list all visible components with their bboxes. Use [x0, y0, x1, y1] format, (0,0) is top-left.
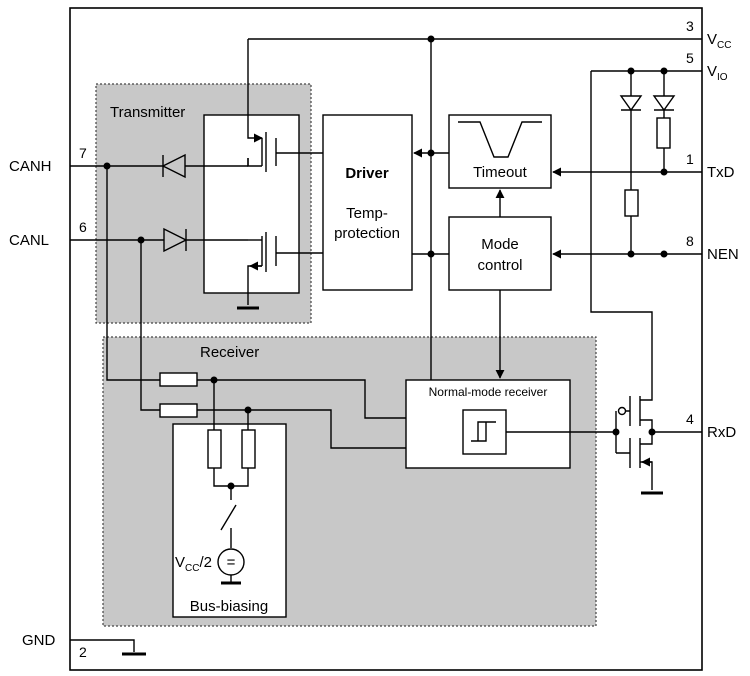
- canl-to-receiver: [140, 240, 160, 411]
- mode-label-1: Mode: [481, 236, 519, 253]
- junction: [612, 428, 620, 436]
- driver-label: Driver: [345, 165, 389, 182]
- gnd-line: [70, 639, 135, 652]
- canh-pin-number: 7: [79, 145, 87, 161]
- timeout-label: Timeout: [473, 164, 527, 181]
- vcc2-source-symbol: =: [227, 554, 236, 571]
- pulldown-resistor-nen: [624, 189, 639, 217]
- canl-pin-label: CANL: [9, 232, 49, 249]
- nen-pin-label: NEN: [707, 246, 739, 263]
- canl-to-normal-receiver: [197, 409, 406, 449]
- rxd-pin-number: 4: [686, 411, 694, 427]
- vcc-drop-upper-transistor: [247, 39, 263, 143]
- vcc-pin-number: 3: [686, 18, 694, 34]
- canl-diode: [163, 227, 248, 253]
- txd-pin-label: TxD: [707, 164, 735, 181]
- bus-biasing-box: [172, 423, 287, 618]
- bus-biasing-label: Bus-biasing: [190, 598, 268, 615]
- normal-receiver-label: Normal-mode receiver: [429, 385, 548, 399]
- driver-box: [322, 114, 413, 291]
- schmitt-trigger-box: [462, 409, 507, 455]
- gnd-pin-label: GND: [22, 632, 56, 649]
- mode-control-box: [448, 216, 552, 291]
- resistor-canh: [159, 372, 198, 387]
- nen-pin-number: 8: [686, 233, 694, 249]
- receiver-label: Receiver: [200, 344, 259, 361]
- resistor-canl: [159, 403, 198, 418]
- rxd-pin-label: RxD: [707, 424, 736, 441]
- canh-to-normal-receiver: [197, 379, 406, 419]
- vio-to-output-stage: [590, 71, 653, 395]
- txd-pin-number: 1: [686, 151, 694, 167]
- transmitter-label: Transmitter: [110, 104, 185, 121]
- vio-diode-right: [652, 71, 676, 118]
- mode-label-2: control: [477, 257, 522, 274]
- temp-label-2: protection: [334, 225, 400, 242]
- pmos-gate-bubble: [617, 406, 627, 416]
- timeout-box: [448, 114, 552, 189]
- canh-diode: [161, 153, 248, 179]
- lower-transistor: [261, 232, 323, 272]
- vcc2-label: VCC/2: [175, 554, 212, 574]
- vio-diode-left: [619, 71, 643, 190]
- canh-to-receiver: [106, 166, 160, 381]
- temp-label-1: Temp-: [346, 205, 388, 222]
- bias-resistor-left: [207, 429, 222, 469]
- gnd-pin-number: 2: [79, 644, 87, 660]
- vcc-pin-label: VCC: [707, 31, 731, 51]
- output-nmos: [616, 432, 653, 490]
- canh-pin-label: CANH: [9, 158, 52, 175]
- vio-pin-label: VIO: [707, 63, 728, 83]
- output-pmos: [625, 395, 653, 432]
- timeout-waveform: [458, 121, 542, 158]
- bias-resistor-right: [241, 429, 256, 469]
- canl-pin-number: 6: [79, 219, 87, 235]
- bias-switch: [220, 486, 237, 548]
- schmitt-trigger-icon: [471, 421, 496, 442]
- pullup-resistor-txd: [656, 117, 671, 149]
- vio-pin-number: 5: [686, 50, 694, 66]
